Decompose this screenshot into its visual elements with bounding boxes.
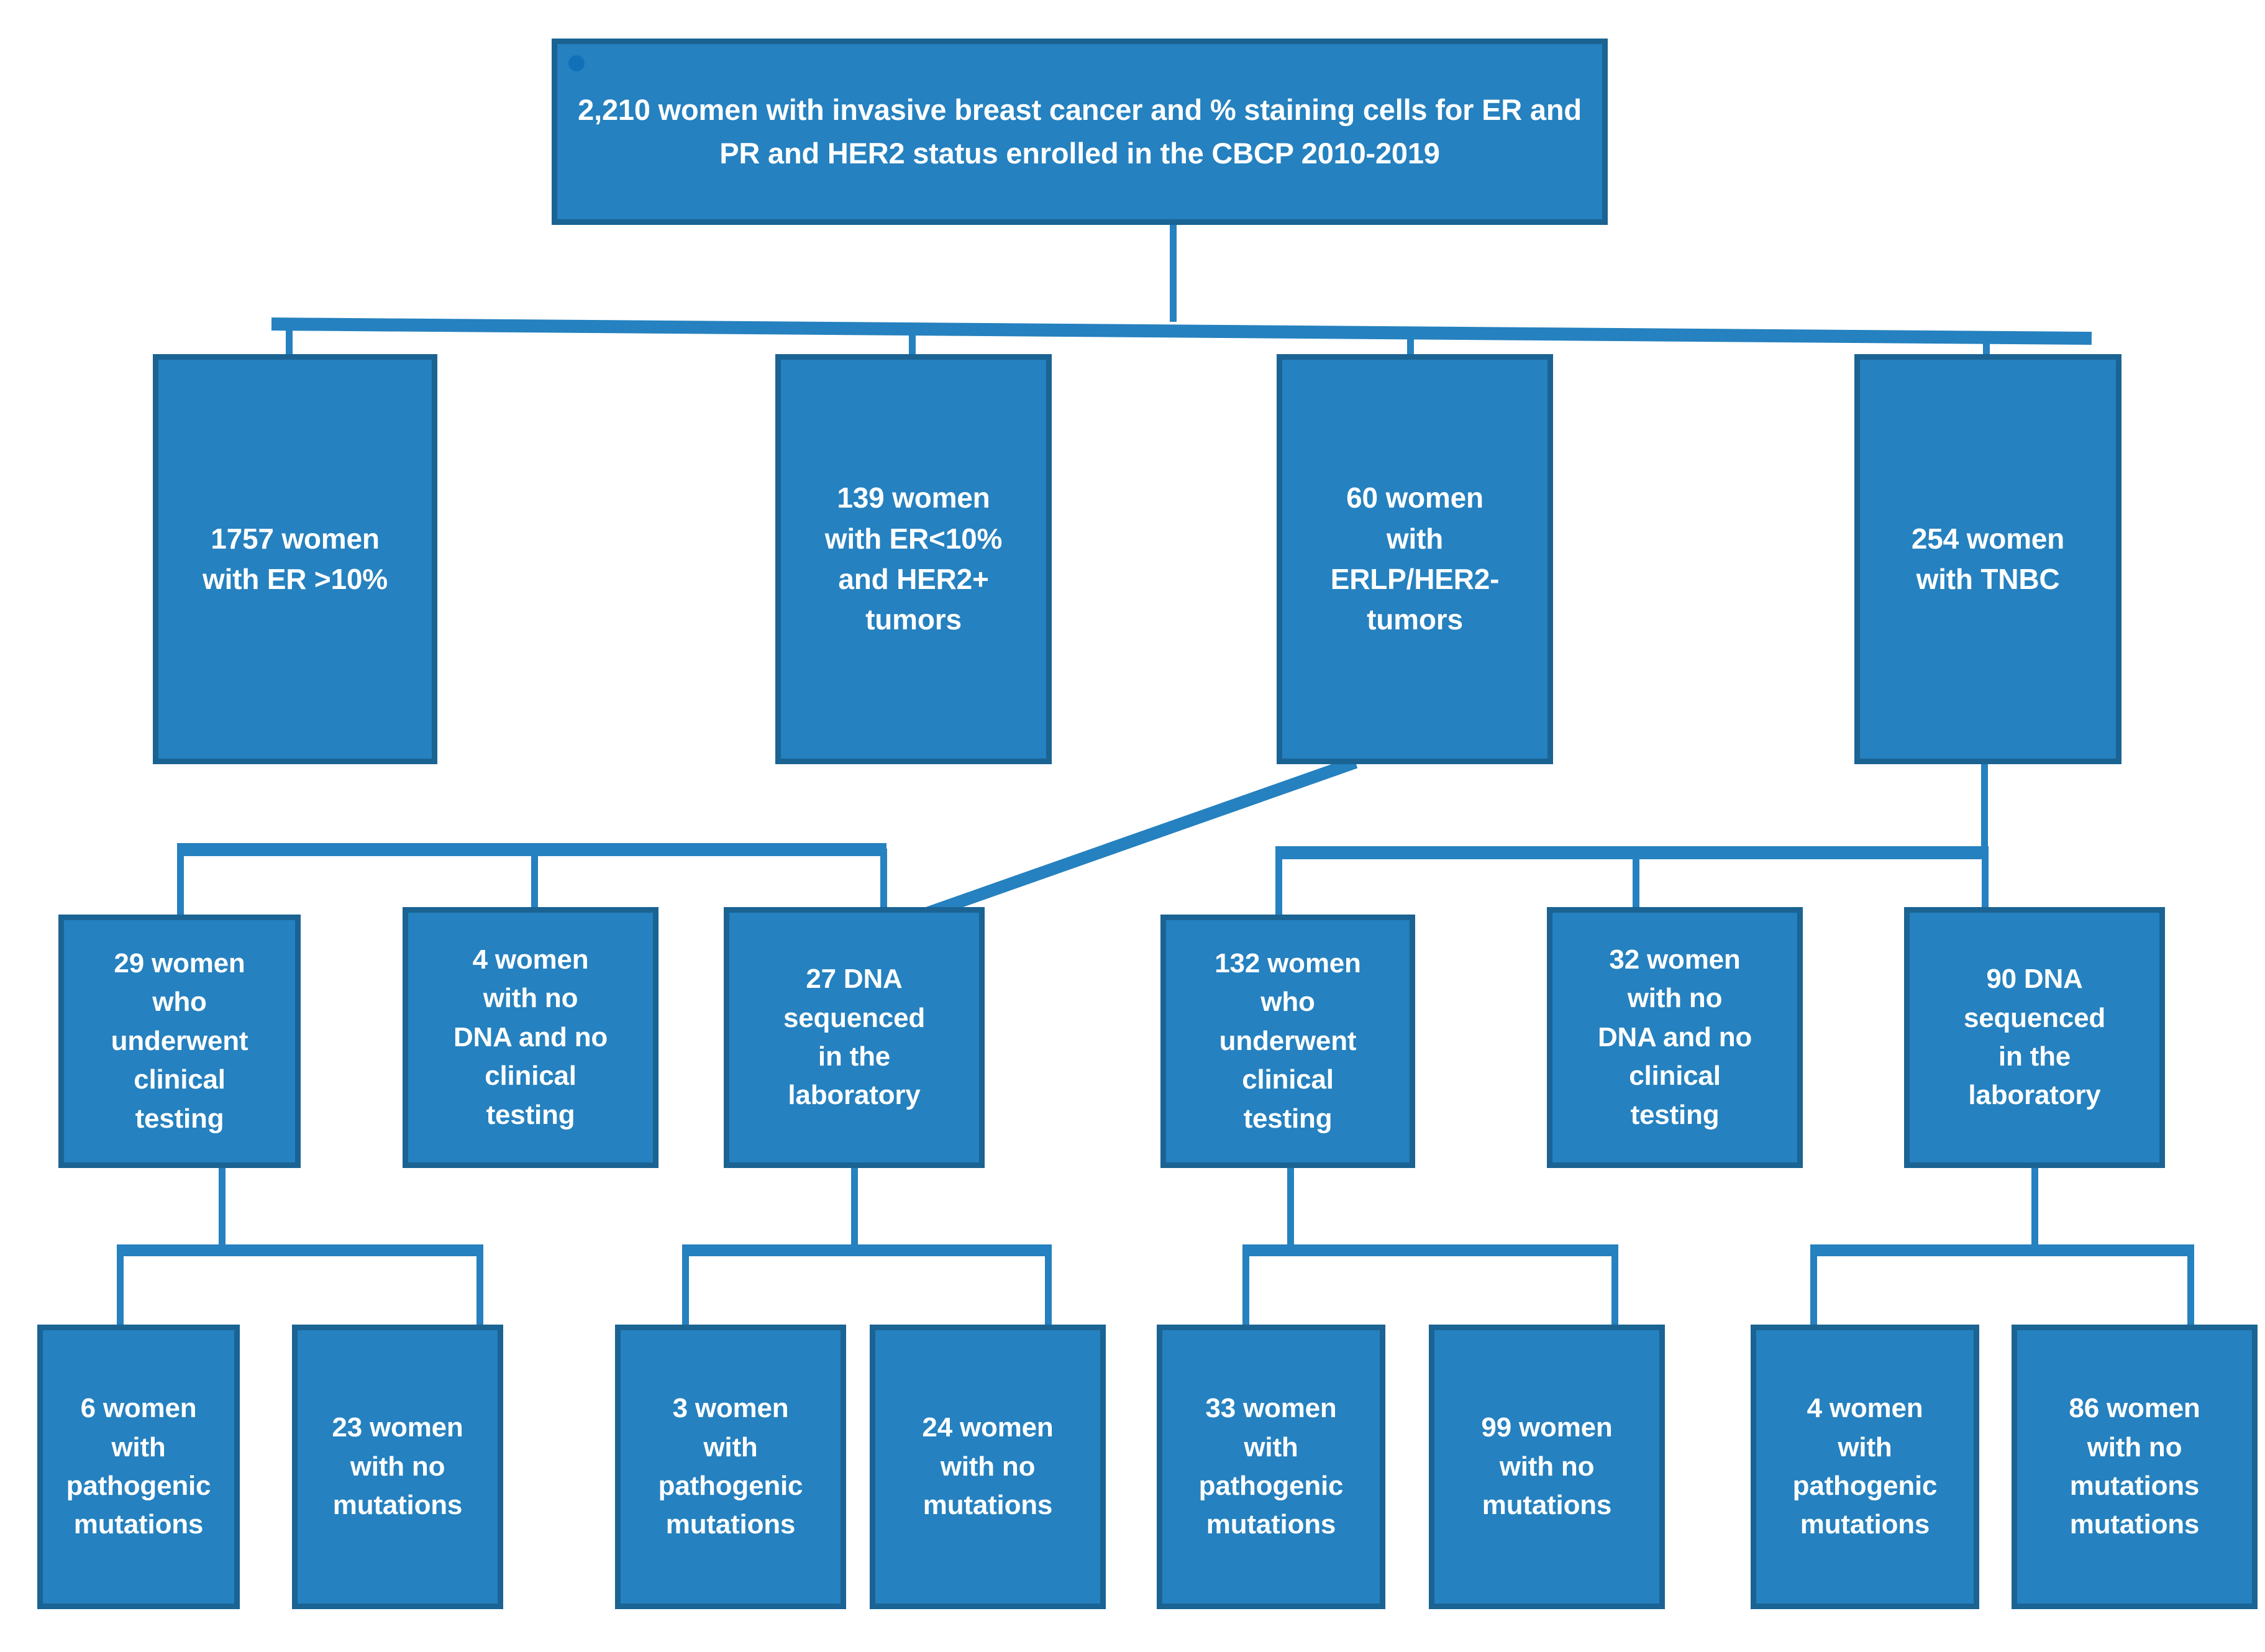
node-tnbc-clinical-pathogenic[interactable]: 33 women with pathogenic mutations	[1157, 1325, 1385, 1609]
node-erlp-clinical-pathogenic[interactable]: 6 women with pathogenic mutations	[37, 1325, 240, 1609]
connector-drop-erlp-seq-pathogenic	[682, 1249, 689, 1325]
connector-drop-tnbc-dna-sequenced	[1982, 852, 1989, 926]
node-erlp-clinical-none[interactable]: 23 women with no mutations	[292, 1325, 503, 1609]
connector-bar-erlp-seq	[682, 1244, 1052, 1256]
connector-root-stem	[1170, 224, 1177, 322]
connector-drop-tnbc-seq-none	[2187, 1249, 2194, 1325]
node-tnbc-seq-pathogenic[interactable]: 4 women with pathogenic mutations	[1751, 1325, 1979, 1609]
connector-bar-tnbc-clinical	[1242, 1244, 1618, 1256]
node-erlp-her2-neg[interactable]: 60 women with ERLP/HER2- tumors	[1277, 354, 1553, 764]
connector-drop-erlp-clinical-none	[476, 1249, 483, 1325]
connector-drop-tnbc-seq-pathogenic	[1810, 1249, 1817, 1325]
node-erlp-clinical-pathogenic-label: 6 women with pathogenic mutations	[66, 1393, 211, 1540]
node-erlp-dna-sequenced[interactable]: 27 DNA sequenced in the laboratory	[724, 907, 985, 1168]
node-tnbc-seq-none[interactable]: 86 women with no mutations mutations	[2012, 1325, 2258, 1609]
connector-drop-erlp-no-dna	[531, 849, 538, 926]
connector-drop-tnbc-no-dna	[1633, 852, 1639, 926]
node-erlp-her2-neg-label: 60 women with ERLP/HER2- tumors	[1330, 481, 1500, 636]
node-erlp-seq-none-label: 24 women with no mutations	[922, 1412, 1054, 1521]
node-er-gt-10[interactable]: 1757 women with ER >10%	[153, 354, 437, 764]
node-tnbc-dna-sequenced-label: 90 DNA sequenced in the laboratory	[1963, 964, 2106, 1111]
connector-stem-erlp-seq	[851, 1165, 858, 1249]
node-root[interactable]: 2,210 women with invasive breast cancer …	[552, 39, 1608, 225]
connector-drop-tnbc-clinical-testing	[1275, 852, 1282, 926]
connector-drop-erlp-clinical-testing	[177, 849, 184, 926]
connector-drop-erlp-clinical-pathogenic	[117, 1249, 124, 1325]
node-tnbc-dna-sequenced[interactable]: 90 DNA sequenced in the laboratory	[1904, 907, 2165, 1168]
node-tnbc-no-dna-label: 32 women with no DNA and no clinical tes…	[1597, 944, 1752, 1130]
node-tnbc-clinical-pathogenic-label: 33 women with pathogenic mutations	[1198, 1393, 1344, 1540]
connector-tnbc-stem	[1981, 761, 1988, 853]
node-tnbc-clinical-none[interactable]: 99 women with no mutations	[1429, 1325, 1665, 1609]
bullet-dot-icon	[568, 55, 585, 71]
node-erlp-seq-pathogenic[interactable]: 3 women with pathogenic mutations	[615, 1325, 846, 1609]
node-erlp-no-dna-label: 4 women with no DNA and no clinical test…	[453, 944, 608, 1130]
node-erlp-no-dna[interactable]: 4 women with no DNA and no clinical test…	[403, 907, 659, 1168]
connector-level2-bar	[271, 317, 2092, 345]
connector-drop-tnbc-clinical-none	[1611, 1249, 1618, 1325]
node-root-label: 2,210 women with invasive breast cancer …	[578, 93, 1582, 170]
node-tnbc-seq-pathogenic-label: 4 women with pathogenic mutations	[1792, 1393, 1938, 1540]
node-tnbc-label: 254 women with TNBC	[1911, 522, 2065, 595]
connector-stem-erlp-clinical	[219, 1165, 226, 1249]
node-erlp-clinical-testing-label: 29 women who underwent clinical testing	[111, 947, 248, 1134]
connector-bar-tnbc-seq	[1810, 1244, 2194, 1256]
node-erlp-seq-pathogenic-label: 3 women with pathogenic mutations	[658, 1393, 803, 1540]
node-tnbc-clinical-none-label: 99 women with no mutations	[1481, 1412, 1613, 1521]
connector-stem-tnbc-seq	[2031, 1165, 2038, 1249]
connector-stem-tnbc-clinical	[1287, 1165, 1294, 1249]
node-tnbc-seq-none-label: 86 women with no mutations mutations	[2069, 1393, 2200, 1540]
node-er-lt-10-her2-pos-label: 139 women with ER<10% and HER2+ tumors	[824, 481, 1003, 636]
connector-bar-erlp-clinical	[117, 1244, 483, 1256]
node-erlp-clinical-testing[interactable]: 29 women who underwent clinical testing	[58, 915, 301, 1168]
node-erlp-dna-sequenced-label: 27 DNA sequenced in the laboratory	[783, 964, 926, 1111]
node-tnbc-clinical-testing-label: 132 women who underwent clinical testing	[1215, 947, 1361, 1134]
node-erlp-clinical-none-label: 23 women with no mutations	[332, 1412, 463, 1521]
connector-drop-erlp-dna-sequenced	[880, 849, 887, 926]
connector-drop-erlp-seq-none	[1045, 1249, 1052, 1325]
connector-drop-tnbc-clinical-pathogenic	[1242, 1249, 1249, 1325]
node-tnbc-no-dna[interactable]: 32 women with no DNA and no clinical tes…	[1547, 907, 1803, 1168]
node-erlp-seq-none[interactable]: 24 women with no mutations	[870, 1325, 1106, 1609]
node-er-gt-10-label: 1757 women with ER >10%	[203, 522, 388, 595]
node-er-lt-10-her2-pos[interactable]: 139 women with ER<10% and HER2+ tumors	[775, 354, 1052, 764]
node-tnbc[interactable]: 254 women with TNBC	[1854, 354, 2121, 764]
connector-right-level3-bar	[1275, 846, 1989, 859]
node-tnbc-clinical-testing[interactable]: 132 women who underwent clinical testing	[1160, 915, 1415, 1168]
